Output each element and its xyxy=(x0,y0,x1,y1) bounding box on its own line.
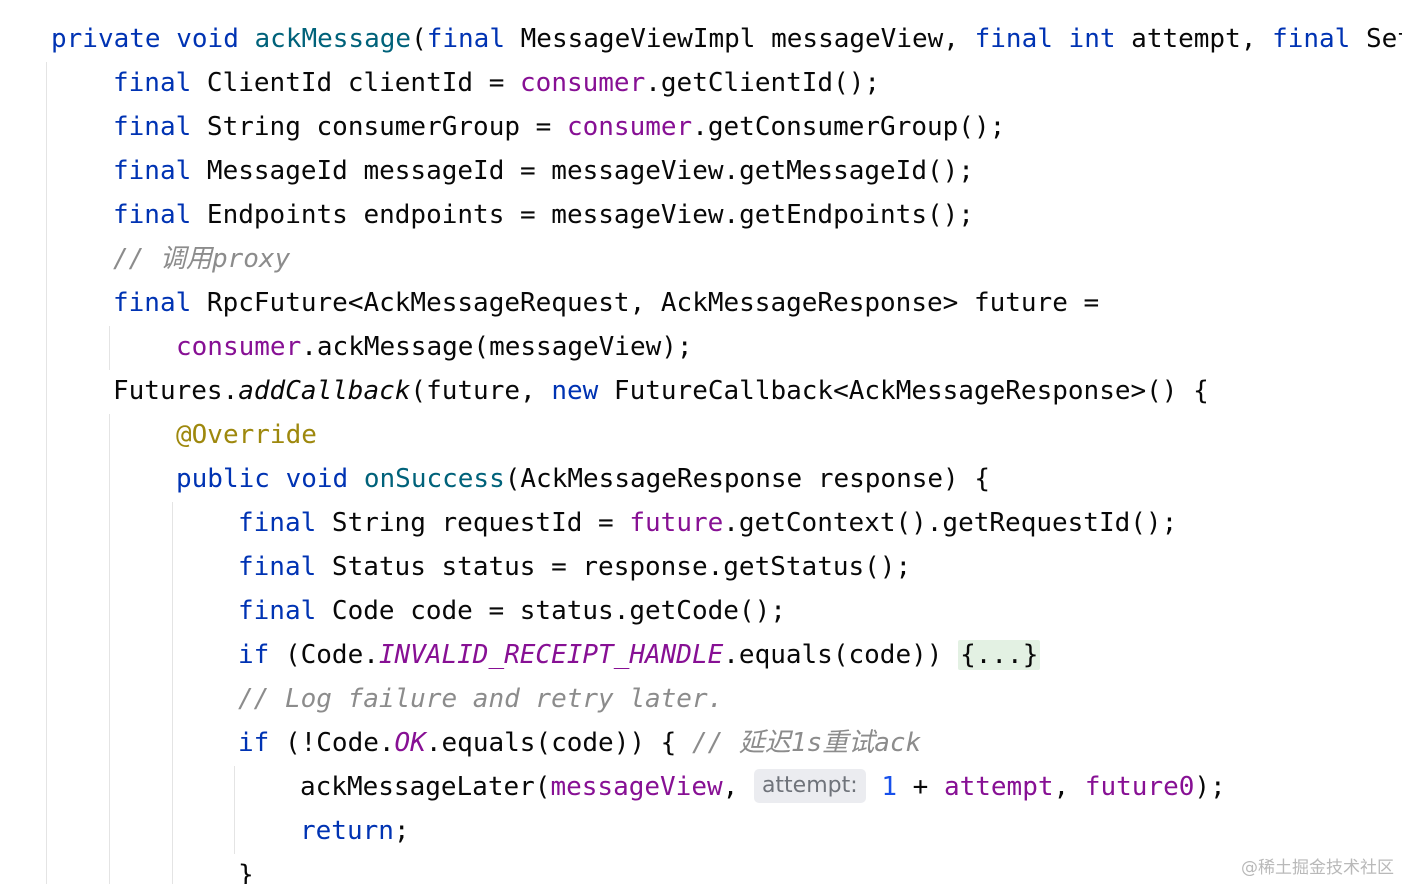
code-line-1[interactable]: private void ackMessage(final MessageVie… xyxy=(51,17,1402,61)
annotation: @Override xyxy=(176,420,317,450)
indent-guide xyxy=(109,326,110,370)
code-text: String requestId = xyxy=(316,508,630,538)
code-text: (!Code. xyxy=(269,728,395,758)
code-text: .ackMessage(messageView); xyxy=(301,332,693,362)
keyword: final xyxy=(113,288,192,318)
code-text: Code code = status.getCode(); xyxy=(316,596,786,626)
code-line-19[interactable]: return; xyxy=(300,809,410,853)
parameter-hint: attempt: xyxy=(753,769,866,803)
keyword: return xyxy=(300,816,394,846)
code-line-12[interactable]: final String requestId = future.getConte… xyxy=(238,501,1177,545)
field-ref: consumer xyxy=(176,332,302,362)
code-text: ); xyxy=(1194,772,1226,802)
keyword: final xyxy=(113,156,192,186)
code-line-7[interactable]: final RpcFuture<AckMessageRequest, AckMe… xyxy=(113,281,1099,325)
code-text: .equals(code)) { xyxy=(425,728,692,758)
code-text: .equals(code)) xyxy=(723,640,959,670)
code-text: , xyxy=(1053,772,1085,802)
code-text: ( xyxy=(411,24,427,54)
enum-constant: OK xyxy=(394,728,426,758)
keyword: public xyxy=(176,464,270,494)
keyword: void xyxy=(176,24,239,54)
field-ref: consumer xyxy=(566,112,693,142)
code-text: Set xyxy=(1365,24,1402,54)
code-text: MessageViewImpl messageView, xyxy=(505,24,975,54)
indent-guide xyxy=(109,414,110,884)
keyword: final xyxy=(974,24,1053,54)
code-text: (AckMessageResponse response) { xyxy=(504,464,991,494)
code-text: attempt, xyxy=(1115,24,1273,54)
keyword: void xyxy=(285,464,349,494)
keyword: final xyxy=(113,112,192,142)
method-name: ackMessage xyxy=(254,24,412,54)
code-text: MessageId messageId = messageView.getMes… xyxy=(191,156,974,186)
keyword: if xyxy=(238,640,270,670)
code-text: , xyxy=(722,772,754,802)
field-ref: consumer xyxy=(520,68,646,98)
code-text: Futures. xyxy=(113,376,239,406)
code-line-13[interactable]: final Status status = response.getStatus… xyxy=(238,545,911,589)
code-text: .getContext().getRequestId(); xyxy=(723,508,1178,538)
code-line-14[interactable]: final Code code = status.getCode(); xyxy=(238,589,786,633)
code-line-8[interactable]: consumer.ackMessage(messageView); xyxy=(176,325,693,369)
code-line-11[interactable]: public void onSuccess(AckMessageResponse… xyxy=(176,457,990,501)
code-text: RpcFuture<AckMessageRequest, AckMessageR… xyxy=(191,288,1100,318)
keyword: int xyxy=(1068,24,1116,54)
code-text: (future, xyxy=(410,376,552,406)
code-text: ackMessageLater( xyxy=(300,772,551,802)
code-line-9[interactable]: Futures.addCallback(future, new FutureCa… xyxy=(113,369,1209,413)
comment: // 调用proxy xyxy=(113,244,291,274)
code-line-17[interactable]: if (!Code.OK.equals(code)) { // 延迟1s重试ac… xyxy=(238,721,921,765)
indent-guide xyxy=(46,62,47,884)
code-text: (Code. xyxy=(269,640,379,670)
code-text: ClientId clientId = xyxy=(191,68,521,98)
code-text: .getConsumerGroup(); xyxy=(692,112,1006,142)
code-line-10[interactable]: @Override xyxy=(176,413,317,457)
keyword: private xyxy=(51,24,161,54)
static-method: addCallback xyxy=(238,376,411,406)
code-line-2[interactable]: final ClientId clientId = consumer.getCl… xyxy=(113,61,880,105)
watermark: @稀土掘金技术社区 xyxy=(1241,858,1394,878)
indent-guide xyxy=(172,502,173,884)
code-line-20[interactable]: } xyxy=(238,853,254,884)
code-text: FutureCallback<AckMessageResponse>() { xyxy=(598,376,1209,406)
enum-constant: INVALID_RECEIPT_HANDLE xyxy=(378,640,724,670)
code-text: Endpoints endpoints = messageView.getEnd… xyxy=(191,200,974,230)
keyword: new xyxy=(551,376,599,406)
code-text: Status status = response.getStatus(); xyxy=(316,552,912,582)
code-line-15[interactable]: if (Code.INVALID_RECEIPT_HANDLE.equals(c… xyxy=(238,633,1041,677)
folded-block-toggle[interactable]: {...} xyxy=(958,640,1041,670)
code-line-6[interactable]: // 调用proxy xyxy=(113,237,290,281)
code-line-18[interactable]: ackMessageLater(messageView, attempt: 1 … xyxy=(300,765,1226,809)
keyword: final xyxy=(113,68,192,98)
keyword: final xyxy=(238,508,317,538)
code-text: + xyxy=(896,772,944,802)
keyword: if xyxy=(238,728,270,758)
comment: // 延迟1s重试ack xyxy=(691,728,922,758)
method-name: onSuccess xyxy=(363,464,505,494)
code-line-4[interactable]: final MessageId messageId = messageView.… xyxy=(113,149,974,193)
keyword: final xyxy=(1272,24,1351,54)
code-text: ; xyxy=(393,816,410,846)
code-text: String consumerGroup = xyxy=(191,112,567,142)
field-ref: messageView xyxy=(550,772,723,802)
code-text: } xyxy=(238,860,254,884)
code-line-3[interactable]: final String consumerGroup = consumer.ge… xyxy=(113,105,1005,149)
field-ref: attempt xyxy=(943,772,1054,802)
indent-guide xyxy=(234,766,235,854)
field-ref: future xyxy=(629,508,724,538)
code-line-16[interactable]: // Log failure and retry later. xyxy=(238,677,723,721)
keyword: final xyxy=(426,24,505,54)
keyword: final xyxy=(238,596,317,626)
comment: // Log failure and retry later. xyxy=(238,684,724,714)
field-ref: future0 xyxy=(1084,772,1195,802)
keyword: final xyxy=(238,552,317,582)
code-line-5[interactable]: final Endpoints endpoints = messageView.… xyxy=(113,193,974,237)
code-text: .getClientId(); xyxy=(645,68,881,98)
number-literal: 1 xyxy=(881,772,897,802)
keyword: final xyxy=(113,200,192,230)
